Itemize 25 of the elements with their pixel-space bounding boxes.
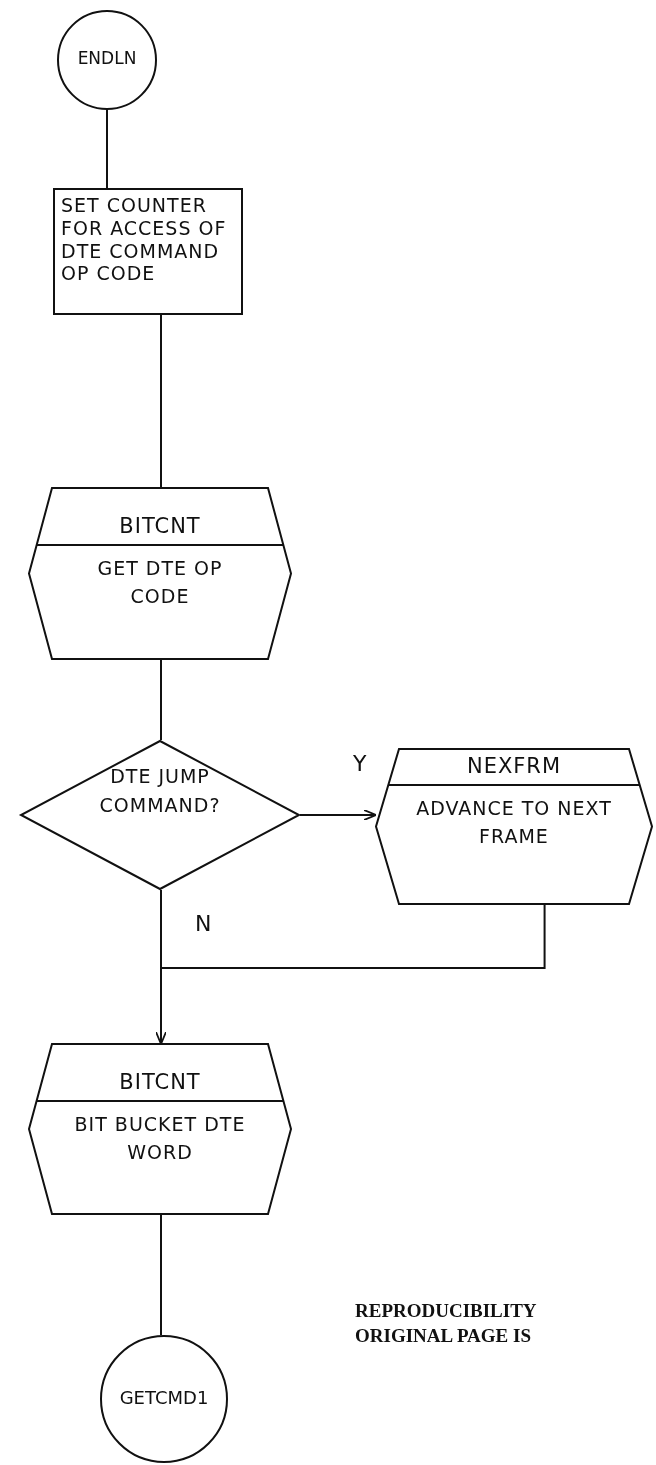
subroutine-name: BITCNT (118, 1069, 202, 1096)
process-box (53, 188, 243, 315)
decision-text: DTE JUMP COMMAND? (98, 764, 222, 818)
subroutine-hexagon (375, 748, 653, 905)
arrow (299, 809, 377, 821)
subroutine-hexagon (28, 1043, 292, 1215)
connector-line (160, 659, 162, 741)
process-text: SET COUNTER FOR ACCESS OF DTE COMMAND OP CODE (61, 194, 228, 286)
connector-label: GETCMD1 (118, 1386, 210, 1410)
connector-circle (57, 10, 157, 110)
connector-circle (100, 1335, 228, 1463)
subroutine-description: ADVANCE TO NEXT FRAME (415, 796, 613, 849)
subroutine-name: BITCNT (118, 513, 202, 540)
note-text: ORIGINAL PAGE IS (355, 1325, 531, 1347)
decision-diamond (20, 740, 300, 890)
subroutine-hexagon (28, 487, 292, 660)
connector-line (160, 314, 162, 488)
note-text: REPRODUCIBILITY (355, 1300, 537, 1322)
subroutine-name: NEXFRM (465, 753, 563, 780)
connector-label: ENDLN (76, 47, 138, 70)
subroutine-description: GET DTE OP CODE (96, 556, 224, 609)
connector-line (160, 1214, 162, 1336)
connector-line (106, 109, 108, 189)
subroutine-description: BIT BUCKET DTE WORD (73, 1112, 247, 1165)
arrow (155, 904, 546, 1045)
